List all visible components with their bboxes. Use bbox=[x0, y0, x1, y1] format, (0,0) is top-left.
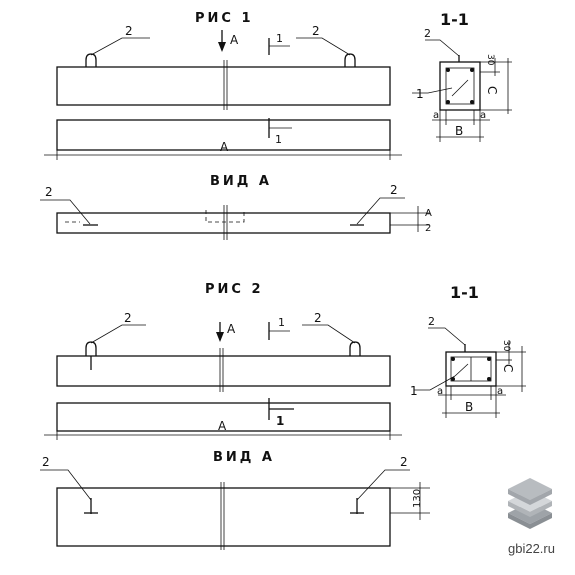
callout-2: 2 bbox=[400, 455, 408, 469]
callout-leader bbox=[425, 39, 460, 57]
rebar-dot bbox=[487, 377, 491, 381]
callout-leader bbox=[412, 87, 453, 94]
view-title: ВИД А bbox=[210, 174, 272, 189]
arrow-head-icon bbox=[218, 42, 226, 52]
lifting-loop-right bbox=[344, 53, 356, 67]
beam-elevation bbox=[56, 355, 391, 387]
dim-a: a bbox=[497, 386, 503, 397]
beam-plan bbox=[56, 119, 391, 151]
callout-leader bbox=[90, 37, 150, 56]
dim-30: 30 bbox=[501, 340, 511, 352]
cut-label: 1 bbox=[275, 133, 282, 146]
view-dim-top: А bbox=[425, 208, 432, 219]
arrow-head-icon bbox=[216, 332, 224, 342]
rebar-cage bbox=[445, 67, 475, 105]
figure-2-section: 1-1 2 1 30 С bbox=[410, 283, 526, 418]
callout-1: 1 bbox=[410, 384, 418, 398]
callout-2: 2 bbox=[424, 27, 431, 40]
cut-label: 1 bbox=[278, 316, 285, 329]
rebar-dot bbox=[487, 357, 491, 361]
figure-1-title: РИС 1 bbox=[195, 11, 254, 26]
rebar-dot bbox=[446, 100, 450, 104]
dim-a: a bbox=[437, 386, 443, 397]
length-label: А bbox=[220, 140, 229, 154]
beam-elevation bbox=[56, 66, 391, 106]
section-title: 1-1 bbox=[440, 10, 469, 29]
callout-leader bbox=[356, 469, 410, 501]
section-outline bbox=[445, 351, 497, 387]
figure-2-title: РИС 2 bbox=[205, 282, 264, 297]
callout-leader bbox=[90, 324, 146, 344]
beam-plan bbox=[56, 402, 391, 432]
callout-leader bbox=[296, 37, 351, 56]
rebar-dot bbox=[451, 357, 455, 361]
callout-1: 1 bbox=[416, 87, 424, 101]
watermark-text: gbi22.ru bbox=[508, 541, 555, 556]
callout-2: 2 bbox=[124, 311, 132, 325]
view-dim-bottom: 2 bbox=[425, 223, 431, 234]
callout-2: 2 bbox=[42, 455, 50, 469]
callout-leader bbox=[40, 199, 91, 225]
lifting-loop-left bbox=[85, 53, 97, 67]
dim-b: В bbox=[455, 124, 463, 138]
dim-c: С bbox=[485, 86, 499, 94]
view-dim: 130 bbox=[412, 489, 423, 508]
dim-b: В bbox=[465, 400, 473, 414]
callout-2: 2 bbox=[314, 311, 322, 325]
watermark: gbi22.ru bbox=[508, 478, 555, 556]
section-title: 1-1 bbox=[450, 283, 479, 302]
figure-1-plan: А 1 bbox=[44, 118, 402, 160]
layered-logo-icon bbox=[508, 478, 552, 529]
callout-2: 2 bbox=[390, 183, 398, 197]
beam-view bbox=[56, 487, 391, 547]
callout-2: 2 bbox=[312, 24, 320, 38]
figure-2: РИС 2 2 2 А 1 А bbox=[40, 282, 526, 550]
callout-leader bbox=[428, 327, 466, 346]
figure-1-section: 1-1 2 1 30 С bbox=[412, 10, 512, 142]
rebar-dot bbox=[446, 68, 450, 72]
callout-2: 2 bbox=[428, 315, 435, 328]
dim-a: a bbox=[433, 110, 439, 121]
figure-2-plan: А 1 bbox=[44, 398, 402, 440]
callout-leader bbox=[414, 375, 456, 391]
length-label: А bbox=[218, 419, 227, 433]
rebar-dot bbox=[470, 68, 474, 72]
callout-leader bbox=[302, 324, 356, 344]
dim-c: С bbox=[501, 364, 515, 372]
view-arrow-label: А bbox=[227, 322, 236, 336]
dim-a: a bbox=[480, 110, 486, 121]
hidden-line bbox=[205, 210, 245, 223]
beam-view bbox=[56, 212, 391, 234]
lifting-loop-right bbox=[349, 341, 361, 356]
callout-leader bbox=[40, 469, 92, 501]
figure-2-view-a: ВИД А 2 2 130 bbox=[40, 450, 430, 550]
figure-1: РИС 1 2 2 А 1 bbox=[40, 10, 512, 240]
figure-1-elevation: 2 2 А 1 bbox=[56, 24, 391, 110]
section-outline bbox=[439, 61, 481, 111]
view-arrow-label: А bbox=[230, 33, 239, 47]
callout-leader bbox=[356, 197, 405, 225]
figure-2-elevation: 2 2 А 1 bbox=[56, 311, 391, 392]
cut-label: 1 bbox=[276, 32, 283, 45]
rebar-dot bbox=[470, 100, 474, 104]
callout-2: 2 bbox=[125, 24, 133, 38]
callout-2: 2 bbox=[45, 185, 53, 199]
cut-label: 1 bbox=[276, 414, 284, 428]
figure-1-view-a: ВИД А 2 2 А 2 bbox=[40, 174, 432, 240]
hatch-line bbox=[454, 363, 469, 377]
dim-30: 30 bbox=[485, 54, 495, 66]
hatch-line bbox=[451, 79, 469, 97]
lifting-loop-left bbox=[85, 341, 97, 356]
view-title: ВИД А bbox=[213, 450, 275, 465]
